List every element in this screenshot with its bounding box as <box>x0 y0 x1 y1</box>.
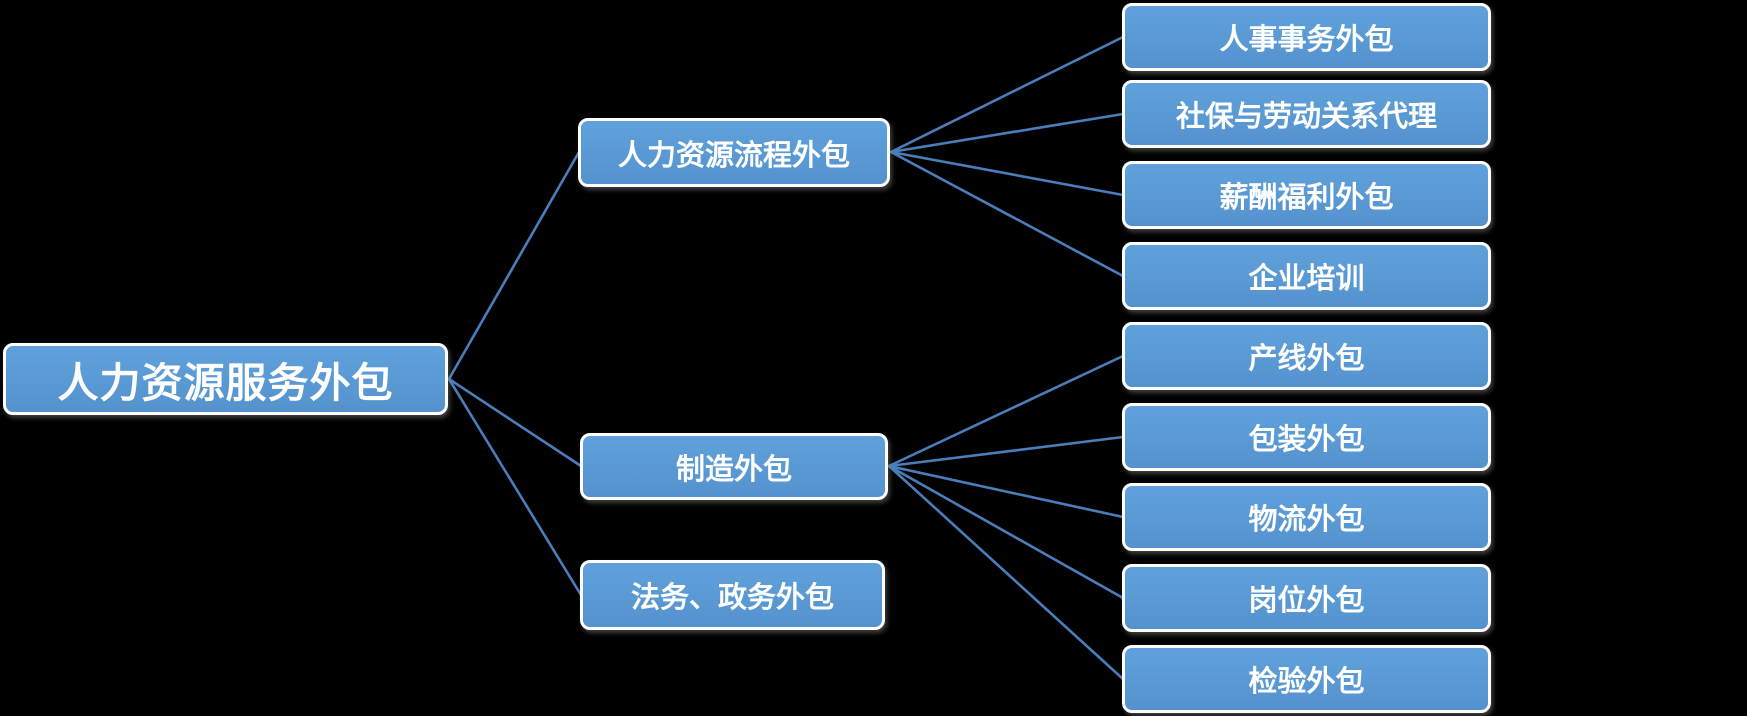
connector-branch1-to-leaf-6 <box>887 464 1125 519</box>
leaf-node-corporate-training: 企业培训 <box>1122 242 1491 310</box>
connector-branch0-to-leaf-3 <box>889 150 1125 278</box>
root-node-hr-service-outsourcing: 人力资源服务外包 <box>3 343 448 415</box>
connector-branch0-to-leaf-1 <box>889 112 1125 154</box>
leaf-node-logistics-outsourcing: 物流外包 <box>1122 483 1491 551</box>
connector-branch0-to-leaf-2 <box>889 150 1125 197</box>
leaf-node-personnel-affairs-outsourcing: 人事事务外包 <box>1122 3 1491 71</box>
connector-branch1-to-leaf-4 <box>887 354 1125 468</box>
branch-node-hr-process-outsourcing: 人力资源流程外包 <box>578 118 890 187</box>
leaf-node-position-outsourcing: 岗位外包 <box>1122 564 1491 632</box>
branch-node-manufacturing-outsourcing: 制造外包 <box>580 433 888 500</box>
leaf-node-production-line-outsourcing: 产线外包 <box>1122 322 1491 390</box>
connector-root-to-branch-0 <box>447 150 581 381</box>
connector-root-to-branch-1 <box>447 377 583 468</box>
leaf-node-compensation-benefits-outsourcing: 薪酬福利外包 <box>1122 161 1491 229</box>
connector-branch1-to-leaf-5 <box>887 435 1125 468</box>
connector-branch1-to-leaf-7 <box>887 464 1125 600</box>
branch-node-legal-government-outsourcing: 法务、政务外包 <box>580 560 885 630</box>
connector-branch0-to-leaf-0 <box>889 35 1125 154</box>
leaf-node-inspection-outsourcing: 检验外包 <box>1122 645 1491 713</box>
connector-branch1-to-leaf-8 <box>887 464 1125 681</box>
leaf-node-packaging-outsourcing: 包装外包 <box>1122 403 1491 471</box>
connector-root-to-branch-2 <box>447 377 583 597</box>
leaf-node-social-security-labor-relations-agency: 社保与劳动关系代理 <box>1122 80 1491 148</box>
